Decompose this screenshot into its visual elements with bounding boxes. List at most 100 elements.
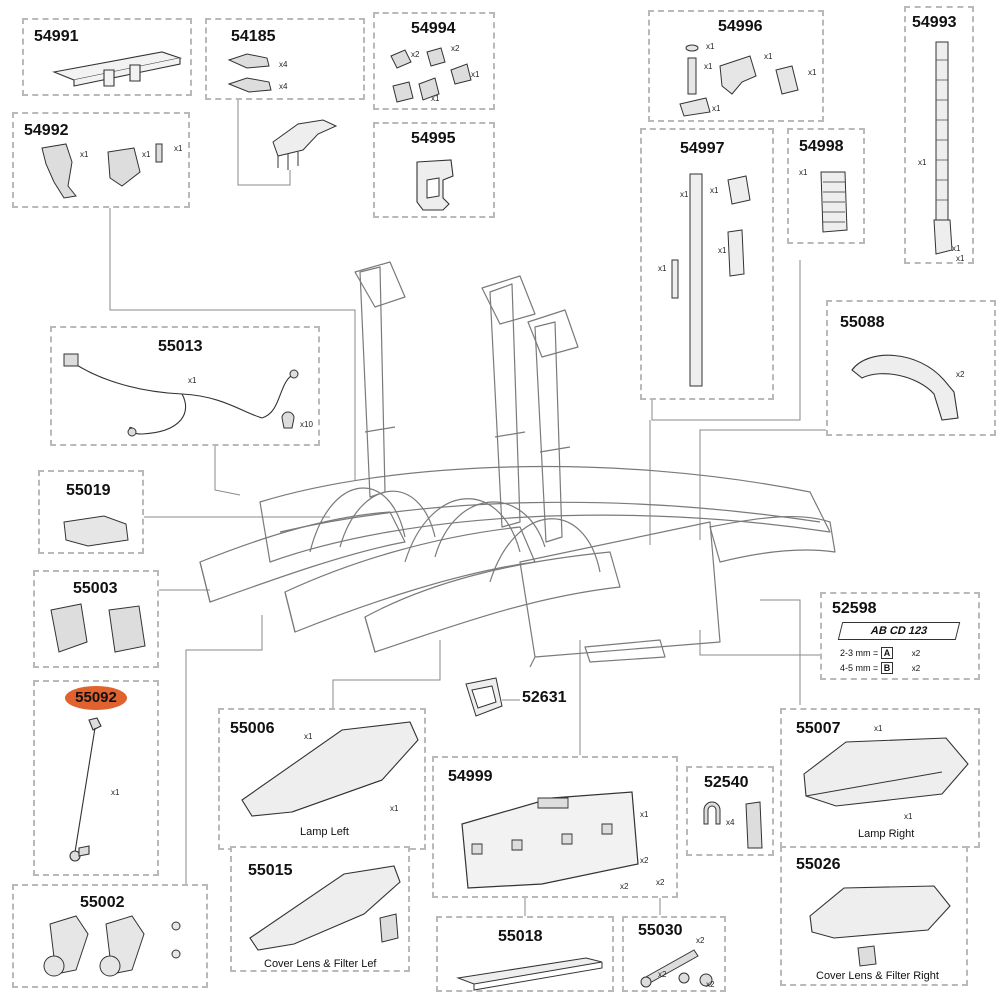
quantity-label: x2 (911, 664, 921, 673)
part-number: 54992 (24, 122, 69, 139)
part-number: 55006 (230, 720, 275, 737)
quantity-label: x1 (952, 244, 961, 253)
quantity-label: x1 (640, 810, 649, 819)
quantity-label: x1 (658, 264, 667, 273)
part-number: 55003 (73, 580, 118, 597)
part-number: 55015 (248, 862, 293, 879)
quantity-label: x1 (390, 804, 399, 813)
part-box-55002: 55002 (12, 884, 208, 988)
part-box-55003: 55003 (33, 570, 159, 668)
cable-icon (62, 352, 312, 442)
part-number: 54991 (34, 28, 79, 45)
part-number: 54185 (231, 28, 276, 45)
leader-line (332, 640, 441, 708)
part-number: 55002 (80, 894, 125, 911)
leader-line (109, 208, 356, 480)
part-box-54996: 54996 x1 x1 x1 x1 x1 (648, 10, 824, 122)
plate-holder-icon (452, 784, 652, 894)
part-box-54997: 54997 x1 x1 x1 x1 (640, 128, 774, 400)
part-box-54993: 54993 x1 x1 x1 (904, 6, 974, 264)
leader-line (237, 100, 291, 186)
frame-holder-icon (36, 142, 176, 202)
part-box-54994: 54994 x2 x2 x1 x1 (373, 12, 495, 110)
quantity-label: x2 (656, 878, 665, 887)
mounting-rail-icon (52, 50, 182, 90)
part-number: 52540 (704, 774, 749, 791)
rail-kit-icon (662, 170, 762, 394)
part-caption: Lamp Right (858, 828, 915, 840)
part-box-54999: 54999 x1 x2 x2 x2 (432, 756, 678, 898)
handle-icon (848, 344, 968, 424)
part-box-55026: 55026 Cover Lens & Filter Right (780, 846, 968, 986)
wheel-stop-icon (36, 914, 196, 984)
part-box-52540: 52540 x4 (686, 766, 774, 856)
part-box-54995: 54995 (373, 122, 495, 218)
part-number: 54998 (799, 138, 844, 155)
part-box-55092: 55092 x1 (33, 680, 159, 876)
part-box-54992: 54992 x1 x1 x1 (12, 112, 190, 208)
part-box-55013: 55013 x1 x10 (50, 326, 320, 446)
plate-text: AB CD 123 (869, 625, 929, 637)
thickness-row: 2-3 mm = A x2 (840, 647, 920, 659)
strap-icon (932, 40, 956, 260)
rail-icon (456, 954, 604, 990)
label-b: B (880, 662, 894, 674)
part-box-55019: 55019 (38, 470, 144, 554)
part-box-55018: 55018 (436, 916, 614, 992)
quantity-label: x2 (620, 882, 629, 891)
quantity-label: x1 (188, 376, 197, 385)
quantity-label: x1 (111, 788, 120, 797)
quantity-label: x1 (80, 150, 89, 159)
bike-carrier-illustration (190, 262, 840, 662)
wedge-block-icon (389, 44, 479, 106)
quantity-label: x1 (680, 190, 689, 199)
part-number: 54999 (448, 768, 493, 785)
part-caption: Cover Lens & Filter Right (816, 970, 939, 982)
bolt-set-icon (634, 942, 720, 990)
part-box-55015: 55015 Cover Lens & Filter Lef (230, 846, 410, 972)
part-box-54185: 54185 x4 x4 (205, 18, 365, 100)
lamp-right-icon (796, 732, 972, 812)
quantity-label: x1 (706, 42, 715, 51)
quantity-label: x2 (956, 370, 965, 379)
clip-icon (462, 676, 506, 720)
clamp-assembly-icon (268, 112, 338, 170)
part-number: 55030 (638, 922, 683, 939)
leader-line (699, 429, 826, 540)
quantity-label: x1 (918, 158, 927, 167)
thickness-range: 4-5 mm = (840, 663, 879, 673)
quantity-label: x1 (142, 150, 151, 159)
bracket-hook-icon (413, 156, 457, 212)
part-box-54991: 54991 (22, 18, 192, 96)
foot-pad-icon (60, 512, 132, 548)
socket-cover-icon (47, 602, 155, 660)
part-number: 55018 (498, 928, 543, 945)
part-number: 54993 (912, 14, 957, 31)
ratchet-strap-icon (817, 170, 851, 234)
part-number: 52631 (522, 689, 567, 706)
quantity-label: x4 (726, 818, 735, 827)
leader-line (699, 630, 820, 656)
leader-line (214, 446, 241, 496)
quantity-label: x2 (640, 856, 649, 865)
quantity-label: x10 (300, 420, 313, 429)
part-box-55006: 55006 x1 x1 Lamp Left (218, 708, 426, 850)
part-number: 54996 (718, 18, 763, 35)
quantity-label: x2 (696, 936, 705, 945)
leader-line (760, 599, 801, 705)
quantity-label: x1 (799, 168, 808, 177)
part-box-55088: 55088 x2 (826, 300, 996, 436)
part-box-55030: 55030 x2 x2 x2 (622, 916, 726, 992)
cam-lever-icon (227, 50, 297, 94)
part-number: 54997 (680, 140, 725, 157)
part-box-54998: 54998 x1 (787, 128, 865, 244)
part-number: 55088 (840, 314, 885, 331)
part-number: 55007 (796, 720, 841, 737)
quantity-label: x2 (658, 970, 667, 979)
quantity-label: x4 (279, 82, 288, 91)
cover-lens-left-icon (244, 858, 404, 958)
part-number: 55013 (158, 338, 203, 355)
cover-lens-right-icon (804, 876, 954, 968)
quantity-label: x4 (279, 60, 288, 69)
